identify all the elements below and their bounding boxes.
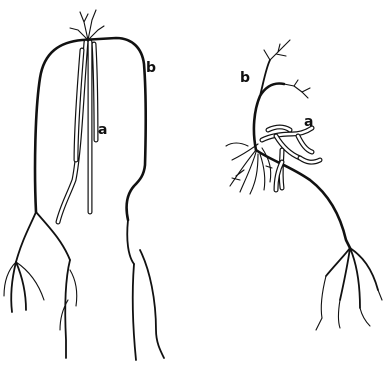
right-lower-roots bbox=[316, 248, 382, 330]
right-label-b: b bbox=[240, 70, 250, 86]
left-inner-strands bbox=[58, 42, 96, 222]
left-right-roots bbox=[127, 220, 164, 360]
right-drawing: a b bbox=[226, 40, 382, 330]
left-top-tuft bbox=[70, 10, 104, 40]
left-label-a: a bbox=[98, 122, 107, 138]
right-fine-roots bbox=[226, 143, 272, 194]
right-descending-stem bbox=[256, 150, 350, 248]
right-label-a: a bbox=[304, 114, 313, 130]
left-lower-roots bbox=[4, 212, 77, 358]
left-label-b: b bbox=[146, 60, 156, 76]
left-drawing: a b bbox=[4, 10, 164, 360]
